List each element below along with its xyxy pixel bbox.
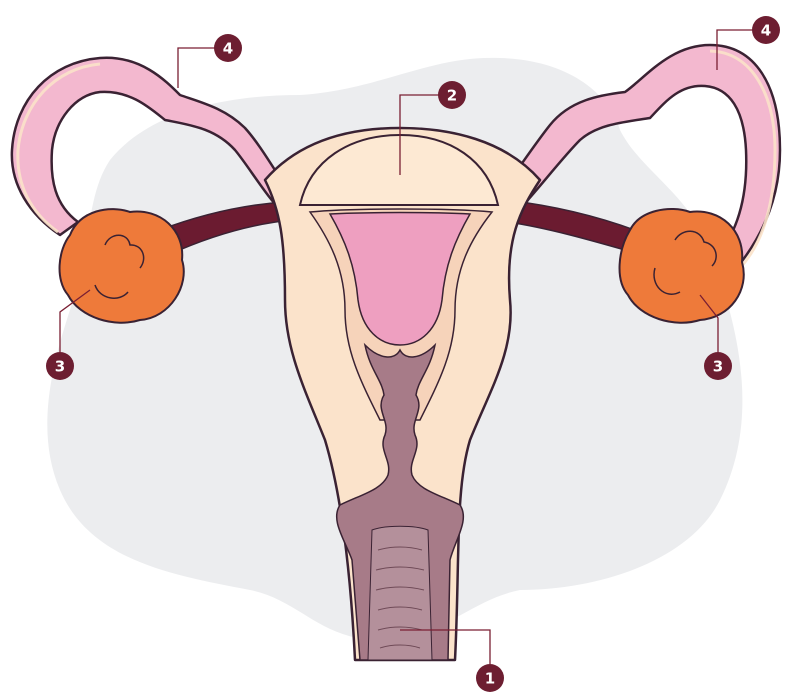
ovary-left — [60, 209, 184, 323]
label-badge-4-right: 4 — [752, 16, 780, 44]
label-text-3-left: 3 — [55, 358, 65, 376]
label-badge-2: 2 — [438, 81, 466, 109]
label-badge-3-left: 3 — [46, 352, 74, 380]
vaginal-canal — [368, 526, 432, 660]
ovary-right — [620, 209, 744, 323]
label-badge-4-left: 4 — [214, 34, 242, 62]
label-text-1: 1 — [485, 670, 495, 688]
leader-line-4-left — [178, 48, 216, 88]
label-text-4-right: 4 — [761, 22, 771, 40]
label-badge-3-right: 3 — [704, 352, 732, 380]
label-text-2: 2 — [447, 87, 457, 105]
label-badge-1: 1 — [476, 664, 504, 692]
label-text-4-left: 4 — [223, 40, 233, 58]
label-text-3-right: 3 — [713, 358, 723, 376]
